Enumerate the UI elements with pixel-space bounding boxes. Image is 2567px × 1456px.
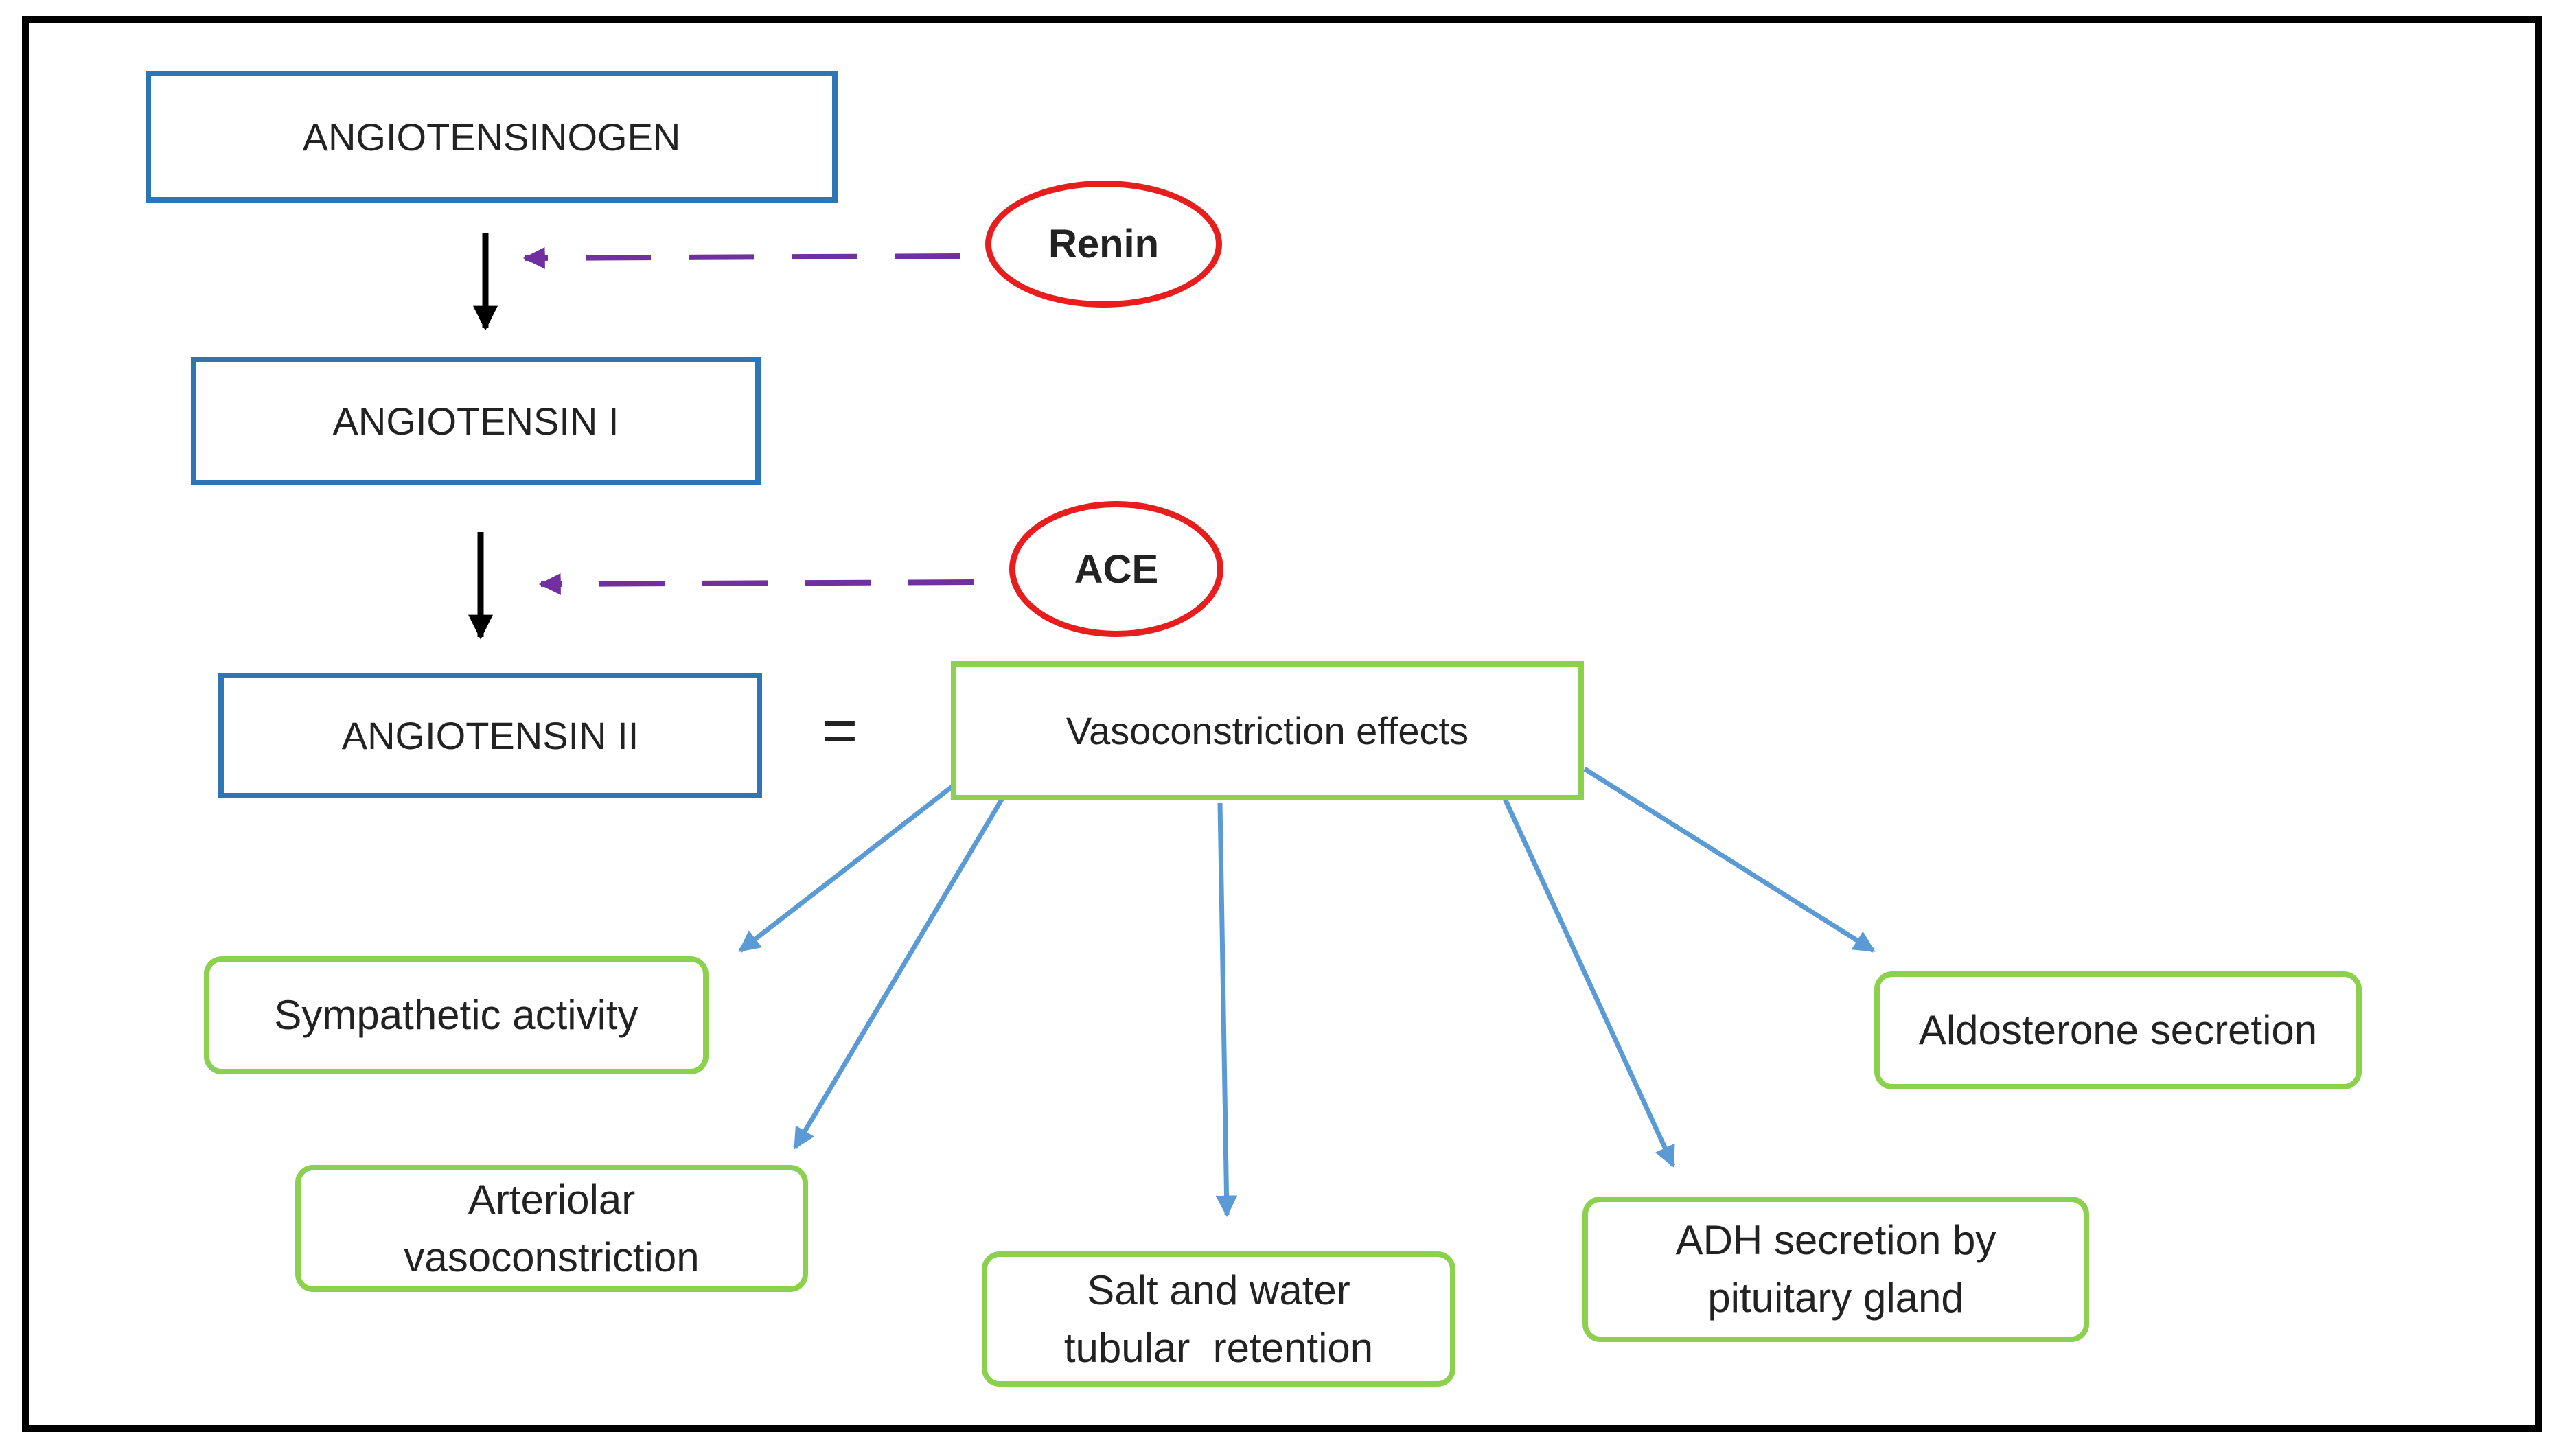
ace-oval: ACE bbox=[1009, 501, 1223, 637]
adh-label-line1: ADH secretion by bbox=[1675, 1217, 1996, 1263]
renin-dashed-arrow bbox=[522, 246, 960, 269]
arrow-to-arteriolar-vasoconstriction bbox=[792, 797, 1005, 1150]
angiotensinogen-label: ANGIOTENSINOGEN bbox=[302, 115, 681, 159]
adh-secretion-box: ADH secretion by pituitary gland bbox=[1582, 1197, 2089, 1342]
angiotensinogen-box: ANGIOTENSINOGEN bbox=[146, 71, 838, 203]
angiotensin-ii-box: ANGIOTENSIN II bbox=[218, 673, 762, 798]
angiotensin-i-box: ANGIOTENSIN I bbox=[191, 357, 761, 485]
vasoconstriction-effects-box: Vasoconstriction effects bbox=[951, 661, 1584, 800]
arteriolar-label-line2: vasoconstriction bbox=[404, 1234, 700, 1280]
diagram-frame bbox=[22, 16, 2542, 1432]
equals-sign: = bbox=[821, 697, 858, 765]
sympathetic-activity-box: Sympathetic activity bbox=[204, 956, 709, 1074]
arrow-to-aldosterone-secretion bbox=[1583, 767, 1876, 953]
salt-label-line2: tubular retention bbox=[1063, 1324, 1374, 1371]
aldosterone-label: Aldosterone secretion bbox=[1918, 1007, 2318, 1053]
arrow-to-salt-and-water-retention bbox=[1215, 802, 1238, 1218]
arrow-to-adh-secretion bbox=[1499, 791, 1676, 1168]
sympathetic-activity-label: Sympathetic activity bbox=[274, 992, 638, 1038]
arteriolar-vasoconstriction-box: Arteriolar vasoconstriction bbox=[295, 1165, 808, 1292]
salt-water-retention-box: Salt and water tubular retention bbox=[982, 1251, 1455, 1387]
adh-label-line2: pituitary gland bbox=[1707, 1275, 1964, 1321]
angiotensin-i-label: ANGIOTENSIN I bbox=[332, 400, 619, 443]
ace-label: ACE bbox=[1074, 546, 1159, 592]
angiotensin-ii-label: ANGIOTENSIN II bbox=[341, 714, 639, 757]
renin-label: Renin bbox=[1048, 222, 1160, 266]
renin-oval: Renin bbox=[985, 181, 1222, 308]
arteriolar-label-line1: Arteriolar bbox=[468, 1176, 636, 1223]
salt-label-line1: Salt and water bbox=[1087, 1267, 1350, 1313]
vasoconstriction-effects-label: Vasoconstriction effects bbox=[1066, 709, 1469, 752]
aldosterone-secretion-box: Aldosterone secretion bbox=[1874, 971, 2362, 1089]
arrow-to-sympathetic-activity bbox=[738, 784, 955, 953]
ace-dashed-arrow bbox=[538, 573, 974, 595]
